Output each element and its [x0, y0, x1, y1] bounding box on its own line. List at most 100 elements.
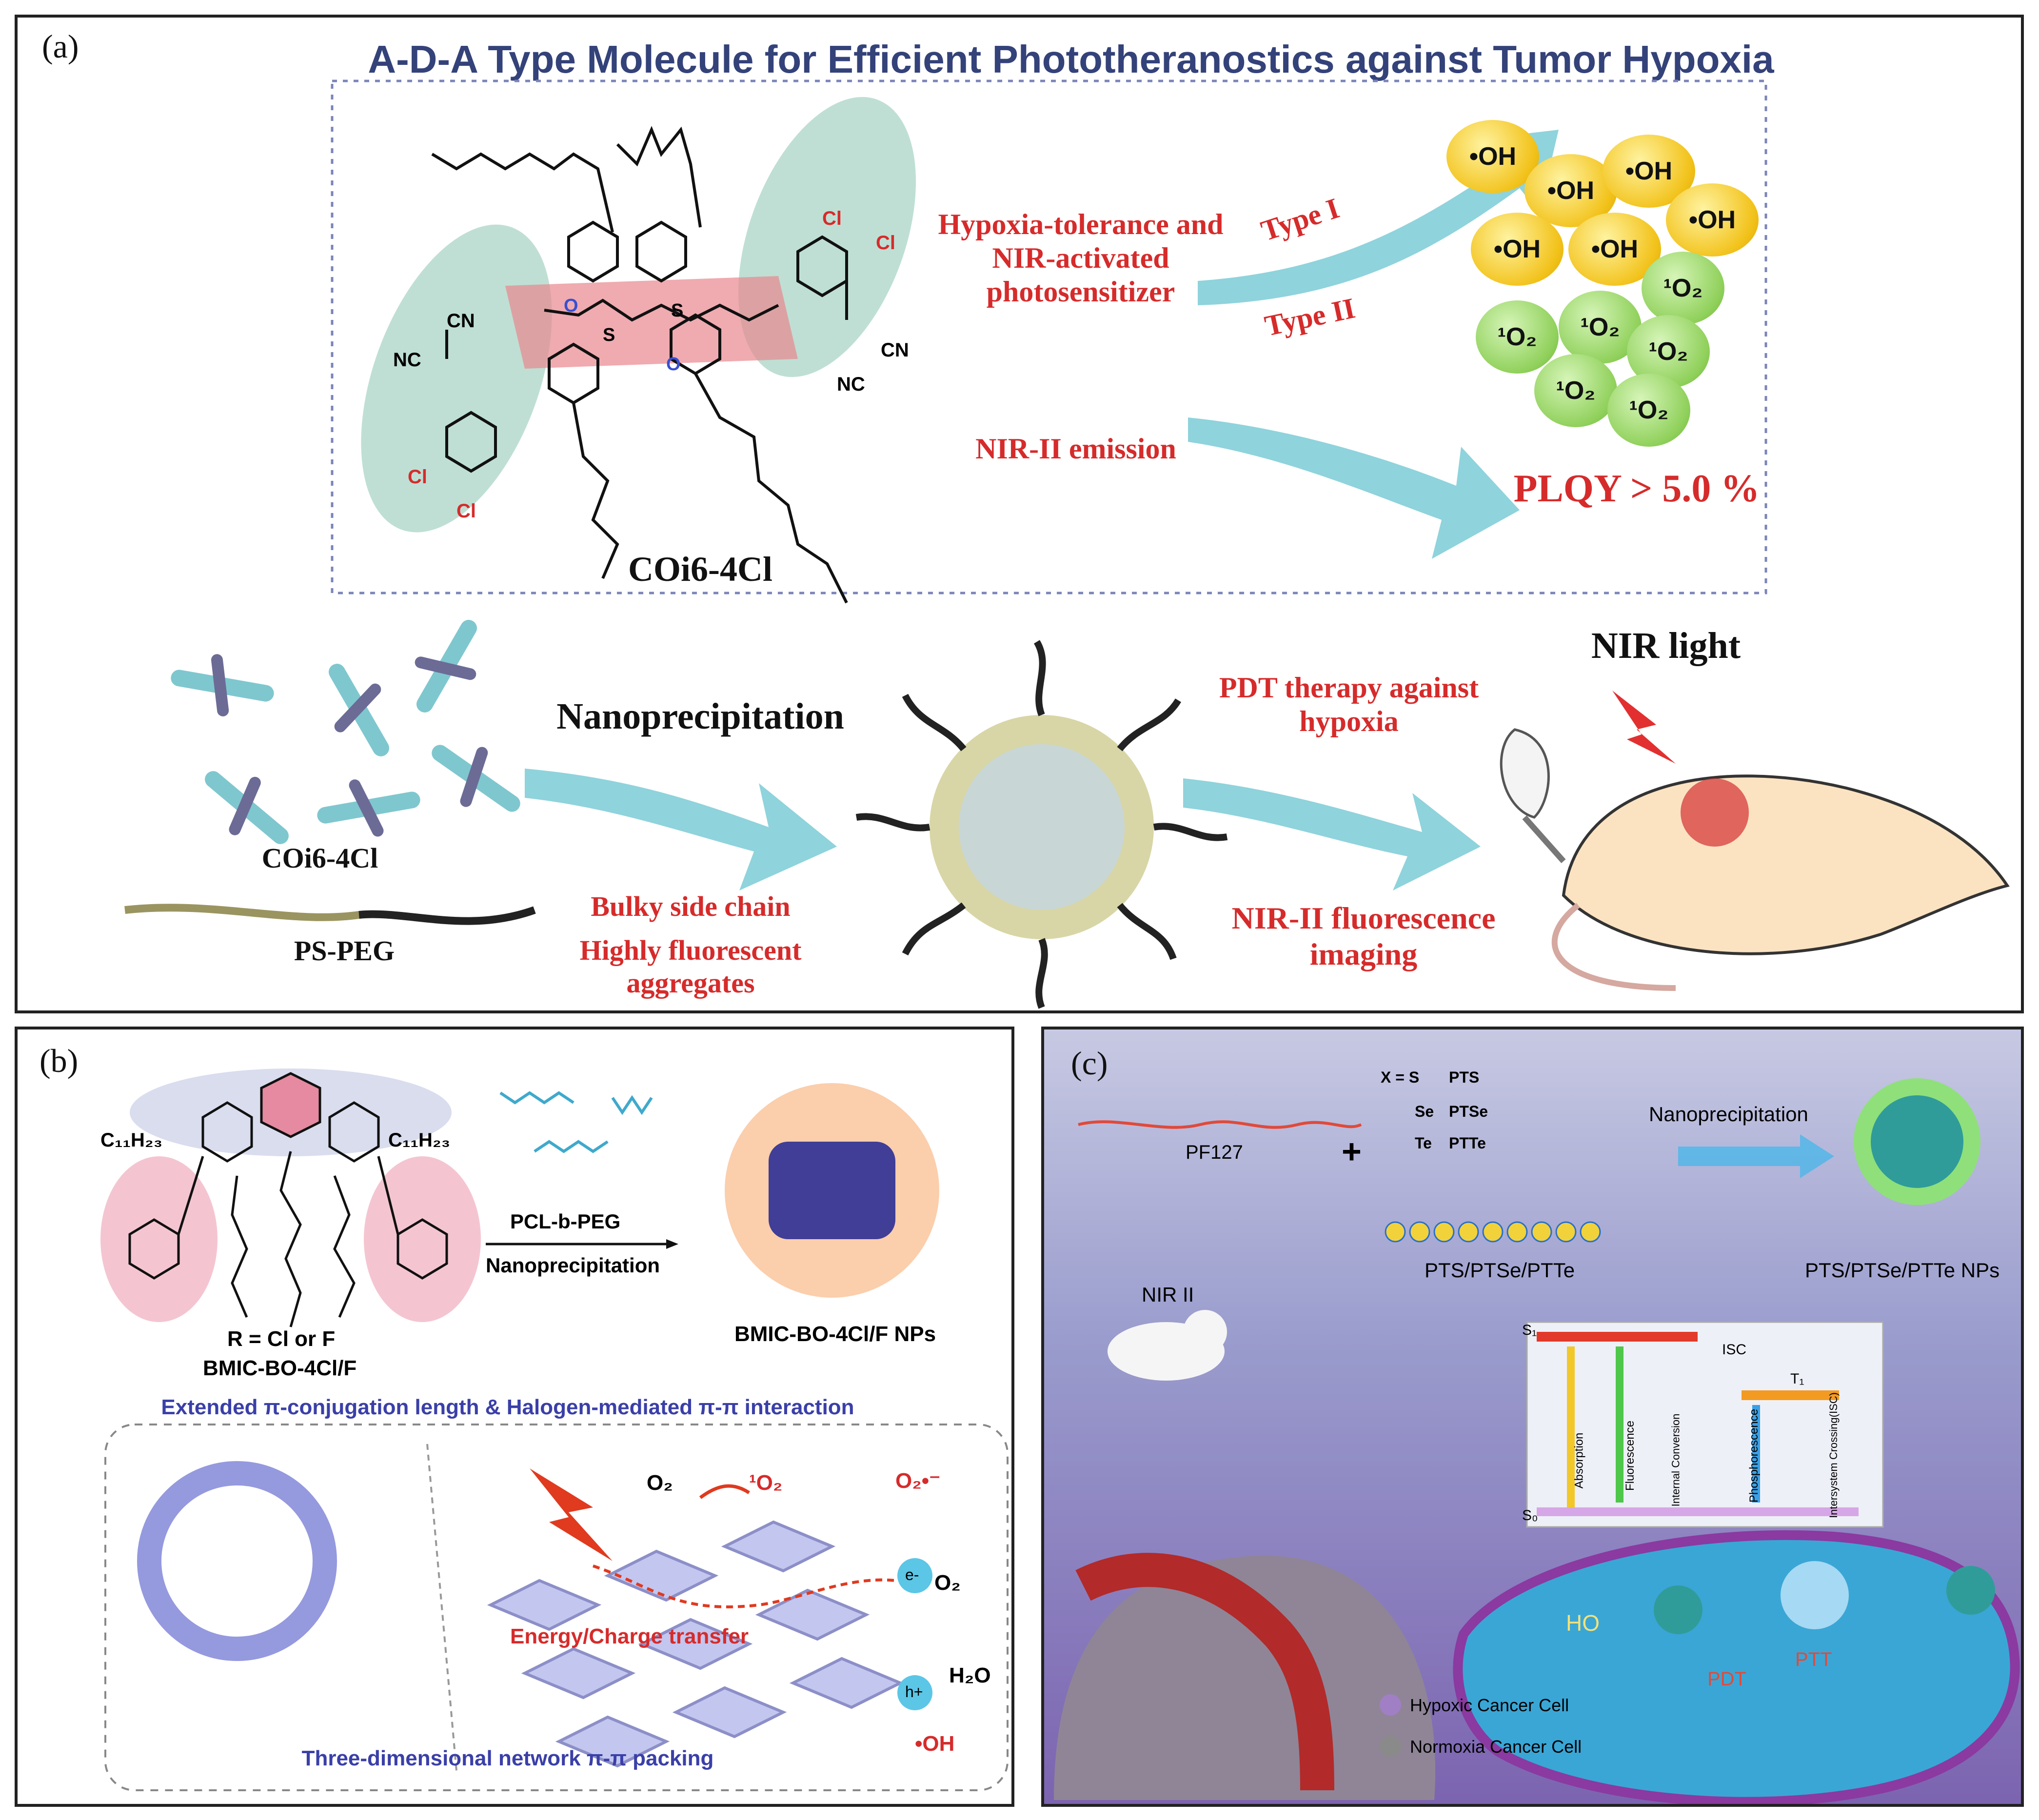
tumor: [1681, 778, 1749, 847]
panel-b-label: (b): [40, 1042, 79, 1079]
process-label-b: Nanoprecipitation: [486, 1254, 660, 1277]
x-te-label: Te: [1415, 1134, 1432, 1152]
light-label: NIR light: [1591, 625, 1741, 666]
panel-c: (c) X = S PTS Se PTSe Te PTTe PF127 + Na: [1041, 1027, 2024, 1807]
nir-label: NIR II: [1142, 1283, 1194, 1306]
intersystem-label: Intersystem Crossing(ISC): [1827, 1392, 1840, 1518]
isc-label: ISC: [1722, 1342, 1747, 1358]
o2-b-label: O₂: [934, 1571, 961, 1595]
atom-s-2: S: [671, 300, 684, 321]
panel-a-label: (a): [42, 28, 79, 65]
atom-o-1: O: [564, 296, 578, 316]
nps-label: PTS/PTSe/PTTe NPs: [1805, 1259, 2000, 1282]
hydroxyl-label: •OH: [915, 1732, 955, 1756]
process-label-c: Nanoprecipitation: [1649, 1103, 1808, 1126]
atom-cl-1: Cl: [408, 466, 427, 488]
acceptor-left-ellipse: [361, 224, 552, 533]
s1-label: S₁: [1522, 1322, 1537, 1338]
polymer-label: PS-PEG: [294, 935, 395, 967]
plqy-value: PLQY > 5.0 %: [1513, 467, 1760, 510]
arrow-emission: [1188, 417, 1520, 559]
fluorescence-label: Fluorescence: [1623, 1420, 1637, 1491]
hypoxic-label: Hypoxic Cancer Cell: [1410, 1695, 1569, 1715]
bmic-molecule-name: BMIC-BO-4Cl/F: [203, 1356, 357, 1380]
oh-bubble-4: •OH: [1666, 183, 1759, 257]
nanoparticle-chains: [855, 640, 1228, 1009]
panel-b-graphics: [100, 1068, 1009, 1791]
feature-photosensitizer: Hypoxia-tolerance and NIR-activated phot…: [938, 208, 1224, 308]
pts-label: PTS: [1449, 1068, 1480, 1086]
o2-bubble-3: ¹O₂: [1559, 291, 1642, 364]
hole-label: h+: [905, 1683, 923, 1701]
process-label: Nanoprecipitation: [556, 696, 844, 737]
polymer-pf127: PF127: [1186, 1142, 1243, 1163]
panel-c-graphics: [1054, 1078, 2020, 1804]
panel-b-subtitle: Extended π-conjugation length & Halogen-…: [161, 1395, 854, 1419]
o2-bubble-2: ¹O₂: [1476, 300, 1559, 374]
donor-core-box: [505, 276, 798, 369]
pdt-label-c: PDT: [1707, 1668, 1746, 1690]
bullet-aggregates: Highly fluorescent aggregates: [579, 934, 802, 999]
molecule-name-top: COi6-4Cl: [628, 550, 772, 589]
normoxia-label: Normoxia Cancer Cell: [1410, 1737, 1582, 1757]
o2-label: O₂: [647, 1471, 673, 1495]
transfer-label: Energy/Charge transfer: [510, 1624, 749, 1648]
r-definition: R = Cl or F: [227, 1327, 336, 1351]
oh-bubble-3: •OH: [1603, 135, 1695, 208]
oh-bubble-1: •OH: [1446, 120, 1539, 193]
ptt-label-c: PTT: [1795, 1649, 1832, 1670]
atom-o-2: O: [666, 354, 681, 375]
oh-bubble-5: •OH: [1471, 213, 1564, 286]
feature-emission: NIR-II emission: [975, 433, 1176, 465]
x-s-label: X = S: [1381, 1068, 1420, 1086]
singlet-o2-label: ¹O₂: [749, 1471, 783, 1495]
atom-cl-3: Cl: [822, 208, 842, 229]
absorption-label: Absorption: [1572, 1432, 1586, 1489]
molecule-label: COi6-4Cl: [261, 842, 378, 874]
network-label: Three-dimensional network π-π packing: [301, 1746, 714, 1770]
ps-peg-chain: [124, 904, 360, 921]
molecules-label: PTS/PTSe/PTTe: [1425, 1259, 1575, 1282]
imaging-label: NIR-II fluorescence imaging: [1231, 901, 1496, 971]
atom-s-1: S: [603, 325, 615, 345]
plus-sign: +: [1342, 1132, 1362, 1170]
o2-bubble-1: ¹O₂: [1642, 252, 1724, 325]
panel-a: (a) A-D-A Type Molecule for Efficient Ph…: [15, 15, 2024, 1013]
electron-label: e-: [905, 1566, 919, 1583]
c11h23-right: C₁₁H₂₃: [388, 1129, 451, 1151]
pdt-label: PDT therapy against hypoxia: [1219, 672, 1479, 737]
s0-label: S₀: [1522, 1507, 1538, 1523]
atom-cn-left: CN: [447, 310, 475, 332]
atom-cn-right: CN: [881, 339, 909, 361]
ho-label: HO: [1566, 1610, 1600, 1636]
mouse-body: [1562, 774, 2010, 955]
arrow-therapy: [1183, 778, 1481, 890]
t1-label: T₁: [1790, 1371, 1804, 1387]
panel-c-label: (c): [1071, 1045, 1108, 1082]
lightning: [1612, 691, 1676, 764]
panel-b: (b): [15, 1027, 1014, 1807]
water-label: H₂O: [949, 1663, 991, 1687]
cell-body: [1453, 1530, 2020, 1804]
internal-label: Internal Conversion: [1669, 1413, 1682, 1507]
glove-syringe: [1500, 728, 1550, 819]
tumor-tissue: [1054, 1555, 1436, 1800]
bullet-side-chain: Bulky side chain: [591, 890, 791, 922]
atom-cl-2: Cl: [456, 500, 476, 522]
ptte-label: PTTe: [1449, 1134, 1486, 1152]
o2-bubble-6: ¹O₂: [1607, 374, 1690, 447]
reagent-label: PCL-b-PEG: [510, 1210, 621, 1233]
atom-cl-4: Cl: [876, 232, 895, 254]
molecule-cluster: [171, 620, 520, 844]
panel-a-graphics: [124, 79, 2010, 1009]
ptse-label: PTSe: [1449, 1103, 1488, 1120]
atom-nc-right: NC: [837, 374, 865, 395]
panel-a-title: A-D-A Type Molecule for Efficient Photot…: [368, 38, 1774, 81]
c11h23-left: C₁₁H₂₃: [100, 1129, 163, 1151]
x-se-label: Se: [1415, 1103, 1434, 1120]
atom-nc-left: NC: [393, 349, 421, 371]
superoxide-label: O₂•⁻: [895, 1469, 941, 1493]
arrow-nanoprecipitation: [525, 769, 837, 890]
o2-bubble-5: ¹O₂: [1534, 354, 1617, 427]
bmic-np-name: BMIC-BO-4Cl/F NPs: [734, 1322, 936, 1346]
